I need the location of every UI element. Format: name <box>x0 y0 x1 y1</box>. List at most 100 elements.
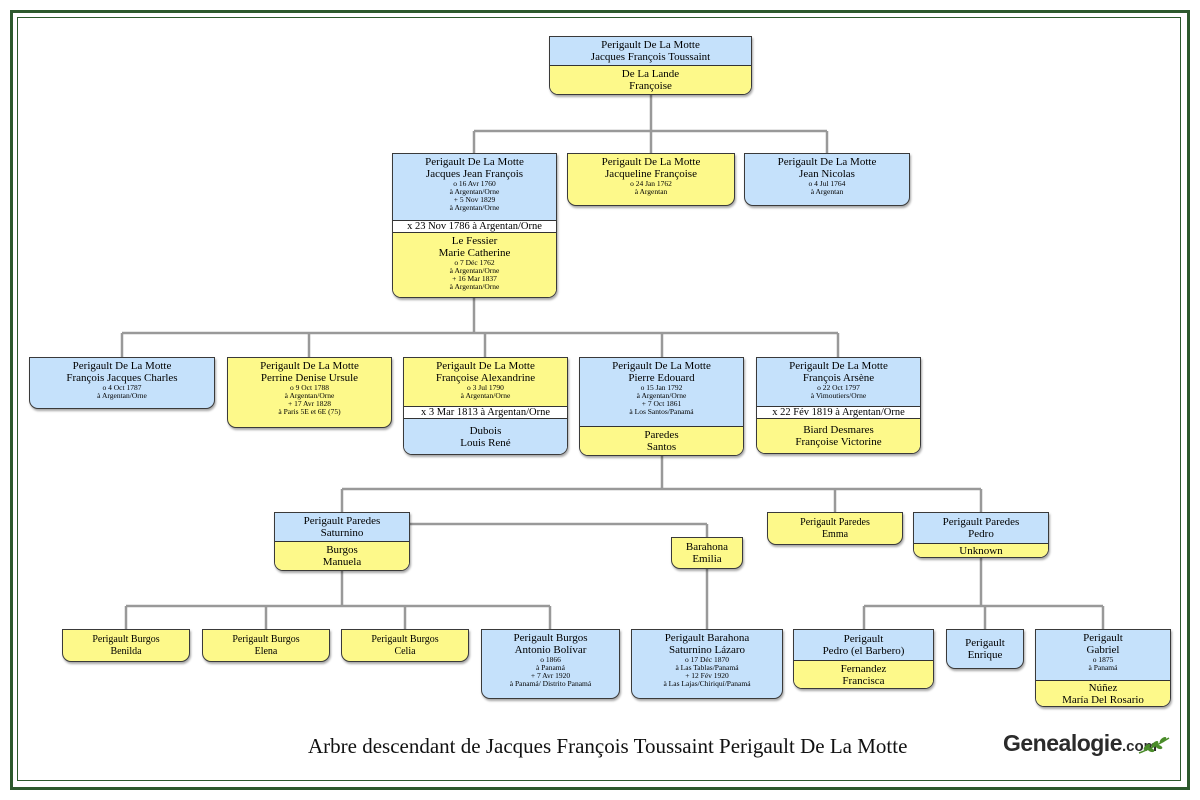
given-name: Jean Nicolas <box>799 168 855 180</box>
given-name: Emilia <box>692 553 722 565</box>
spouse-unknown: Unknown <box>914 543 1048 557</box>
given-name: Pedro <box>968 528 994 540</box>
birth-place: à Argentan/Orne <box>460 391 511 400</box>
person-elena: Perigault Burgos Elena <box>203 630 329 661</box>
birth-date: o 4 Jul 1764 <box>808 179 846 188</box>
person-card-perrine-denise-ursule[interactable]: Perigault De La Motte Perrine Denise Urs… <box>227 357 392 428</box>
surname: Perigault <box>965 637 1005 649</box>
spouse-francisca-fernandez: Fernandez Francisca <box>794 660 933 688</box>
surname: Perigault De La Motte <box>777 156 877 168</box>
person-pierre-edouard: Perigault De La Motte Pierre Edouard o 1… <box>580 358 743 426</box>
given-name: María Del Rosario <box>1062 693 1144 706</box>
person-perrine-denise-ursule: Perigault De La Motte Perrine Denise Urs… <box>228 358 391 427</box>
person-antonio-bolivar: Perigault Burgos Antonio Bolívar o 1866 … <box>482 630 619 698</box>
surname: Perigault Paredes <box>303 515 381 527</box>
person-card-francois-jacques-charles[interactable]: Perigault De La Motte François Jacques C… <box>29 357 215 409</box>
spouse-francoise-de-la-lande: De La Lande Françoise <box>550 65 751 94</box>
birth-place: à Argentan/Orne <box>97 391 147 400</box>
person-card-saturnino[interactable]: Perigault Paredes Saturnino Burgos Manue… <box>274 512 410 571</box>
given-name: Benilda <box>110 645 142 657</box>
given-name: Santos <box>646 441 677 453</box>
person-pedro-el-barbero: Perigault Pedro (el Barbero) <box>794 630 933 660</box>
given-name: Perrine Denise Ursule <box>260 372 359 384</box>
person-jacques-jean-francois: Perigault De La Motte Jacques Jean Franç… <box>393 154 556 220</box>
person-card-elena[interactable]: Perigault Burgos Elena <box>202 629 330 662</box>
given-name: Gabriel <box>1086 644 1120 656</box>
given-name: Celia <box>394 645 416 657</box>
inner-frame <box>17 17 1181 781</box>
birth-place: à Argentan <box>634 187 668 196</box>
person-card-benilda[interactable]: Perigault Burgos Benilda <box>62 629 190 662</box>
person-francois-jacques-charles: Perigault De La Motte François Jacques C… <box>30 358 214 408</box>
tree-title: Arbre descendant de Jacques François Tou… <box>308 734 908 758</box>
person-card-jean-nicolas[interactable]: Perigault De La Motte Jean Nicolas o 4 J… <box>744 153 910 206</box>
person-card-emma[interactable]: Perigault Paredes Emma <box>767 512 903 545</box>
birth-date: o 1875 <box>1092 655 1114 664</box>
person-celia: Perigault Burgos Celia <box>342 630 468 661</box>
person-francoise-alexandrine: Perigault De La Motte Françoise Alexandr… <box>404 358 567 406</box>
person-francois-arsene: Perigault De La Motte François Arsène o … <box>757 358 920 406</box>
person-card-pedro[interactable]: Perigault Paredes Pedro Unknown <box>913 512 1049 558</box>
logo-suffix-text: .com <box>1121 738 1157 755</box>
person-card-saturnino-lazaro[interactable]: Perigault Barahona Saturnino Lázaro o 17… <box>631 629 783 699</box>
person-card-francois-arsene[interactable]: Perigault De La Motte François Arsène o … <box>756 357 921 454</box>
death-place: à Argentan/Orne <box>449 282 500 291</box>
death-place: à Argentan/Orne <box>449 203 500 212</box>
leaf-icon <box>1138 737 1170 754</box>
person-emilia-barahona: Barahona Emilia <box>672 538 742 568</box>
spouse-francoise-victorine-biard-desmares: Biard Desmares Françoise Victorine <box>757 419 920 453</box>
birth-date: o 17 Déc 1870 <box>685 655 729 664</box>
birth-date: o 15 Jan 1792 <box>640 383 683 392</box>
death-date: + 16 Mar 1837 <box>452 274 497 283</box>
person-card-jacques-jean-francois[interactable]: Perigault De La Motte Jacques Jean Franç… <box>392 153 557 298</box>
surname: Perigault Paredes <box>942 516 1020 528</box>
birth-place: à Las Tablas/Panamá <box>675 663 739 672</box>
person-card-antonio-bolivar[interactable]: Perigault Burgos Antonio Bolívar o 1866 … <box>481 629 620 699</box>
person-card-pedro-el-barbero[interactable]: Perigault Pedro (el Barbero) Fernandez F… <box>793 629 934 689</box>
person-jacques-francois-toussaint: Perigault De La Motte Jacques François T… <box>550 37 751 65</box>
given-name: Pierre Edouard <box>628 372 695 384</box>
surname: Perigault Paredes <box>800 516 870 528</box>
birth-date: o 4 Oct 1787 <box>102 383 142 392</box>
surname: Barahona <box>685 541 729 553</box>
birth-date: o 7 Déc 1762 <box>454 258 495 267</box>
person-card-enrique[interactable]: Perigault Enrique <box>946 629 1024 669</box>
person-pedro: Perigault Paredes Pedro <box>914 513 1048 543</box>
given-name: Francisca <box>842 674 885 687</box>
genealogie-logo[interactable]: Genealogie.com <box>1003 730 1157 757</box>
death-place: à Paris 5E et 6E (75) <box>278 407 341 416</box>
spouse-maria-del-rosario-nunez: Núñez María Del Rosario <box>1036 680 1170 706</box>
person-card-celia[interactable]: Perigault Burgos Celia <box>341 629 469 662</box>
death-date: + 12 Fév 1920 <box>685 671 729 680</box>
given-name: Enrique <box>967 649 1003 661</box>
person-card-pierre-edouard[interactable]: Perigault De La Motte Pierre Edouard o 1… <box>579 357 744 456</box>
person-benilda: Perigault Burgos Benilda <box>63 630 189 661</box>
given-name: Françoise <box>629 80 672 92</box>
given-name: François Jacques Charles <box>66 372 178 384</box>
surname: Perigault De La Motte <box>72 360 172 372</box>
person-saturnino: Perigault Paredes Saturnino <box>275 513 409 541</box>
birth-date: o 9 Oct 1788 <box>290 383 329 392</box>
given-name: Jacqueline Françoise <box>605 168 697 180</box>
person-card-jacques-francois-toussaint[interactable]: Perigault De La Motte Jacques François T… <box>549 36 752 95</box>
surname: Perigault De La Motte <box>789 360 888 372</box>
person-card-jacqueline-francoise[interactable]: Perigault De La Motte Jacqueline Françoi… <box>567 153 735 206</box>
death-date: + 5 Nov 1829 <box>453 195 496 204</box>
given-name: François Arsène <box>802 372 875 384</box>
person-card-emilia-barahona[interactable]: Barahona Emilia <box>671 537 743 569</box>
person-jacqueline-francoise: Perigault De La Motte Jacqueline Françoi… <box>568 154 734 205</box>
birth-place: à Vimoutiers/Orne <box>810 391 867 400</box>
given-name: Saturnino <box>320 527 364 539</box>
birth-date: o 3 Jul 1790 <box>467 383 504 392</box>
marriage-label: x 23 Nov 1786 à Argentan/Orne <box>393 220 556 233</box>
person-card-francoise-alexandrine[interactable]: Perigault De La Motte Françoise Alexandr… <box>403 357 568 455</box>
surname: Perigault De La Motte <box>601 156 701 168</box>
birth-date: o 16 Avr 1760 <box>453 179 496 188</box>
birth-place: à Panamá <box>1088 663 1118 672</box>
person-card-gabriel[interactable]: Perigault Gabriel o 1875 à Panamá Núñez … <box>1035 629 1171 707</box>
surname: Le Fessier <box>451 235 498 247</box>
given-name: Françoise Victorine <box>795 436 882 448</box>
surname: Burgos <box>326 544 358 556</box>
person-enrique: Perigault Enrique <box>947 630 1023 668</box>
